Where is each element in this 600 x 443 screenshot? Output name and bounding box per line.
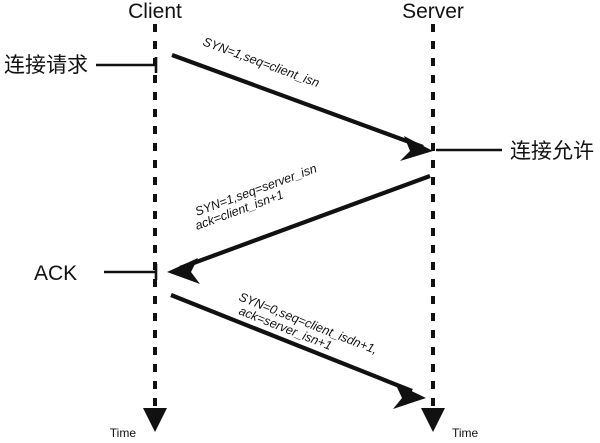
ack-label: ACK — [34, 262, 77, 285]
server-time-label: Time — [452, 426, 479, 440]
connect-request-label: 连接请求 — [4, 53, 88, 77]
message-syn-ack-line — [179, 174, 431, 270]
message-syn-ack-arrowhead — [167, 258, 200, 284]
message-ack-arrowhead — [393, 383, 426, 409]
server-lifeline-group: Server Time — [402, 0, 478, 440]
server-time-arrowhead — [421, 408, 445, 432]
message-syn-label-line1: SYN=1,seq=client_isn — [201, 35, 321, 90]
message-syn-ack-group: SYN=1,seq=server_isn ack=client_isn+1 — [167, 161, 431, 284]
message-syn-group: SYN=1,seq=client_isn — [171, 35, 433, 161]
client-time-label: Time — [110, 426, 137, 440]
ack-group: ACK — [34, 262, 158, 285]
message-syn-arrowhead — [400, 136, 433, 161]
client-lifeline-group: Client Time — [110, 0, 182, 440]
message-ack-line — [170, 293, 413, 393]
server-lifeline-label: Server — [402, 0, 464, 23]
message-ack-group: SYN=0,seq=client_isdn+1, ack=server_isn+… — [170, 290, 426, 409]
connect-allow-group: 连接允许 — [436, 139, 594, 163]
client-time-arrowhead — [143, 408, 167, 432]
connect-allow-label: 连接允许 — [510, 139, 594, 163]
client-lifeline-label: Client — [128, 0, 182, 23]
message-syn-line — [171, 53, 424, 149]
connect-request-group: 连接请求 — [4, 53, 158, 77]
